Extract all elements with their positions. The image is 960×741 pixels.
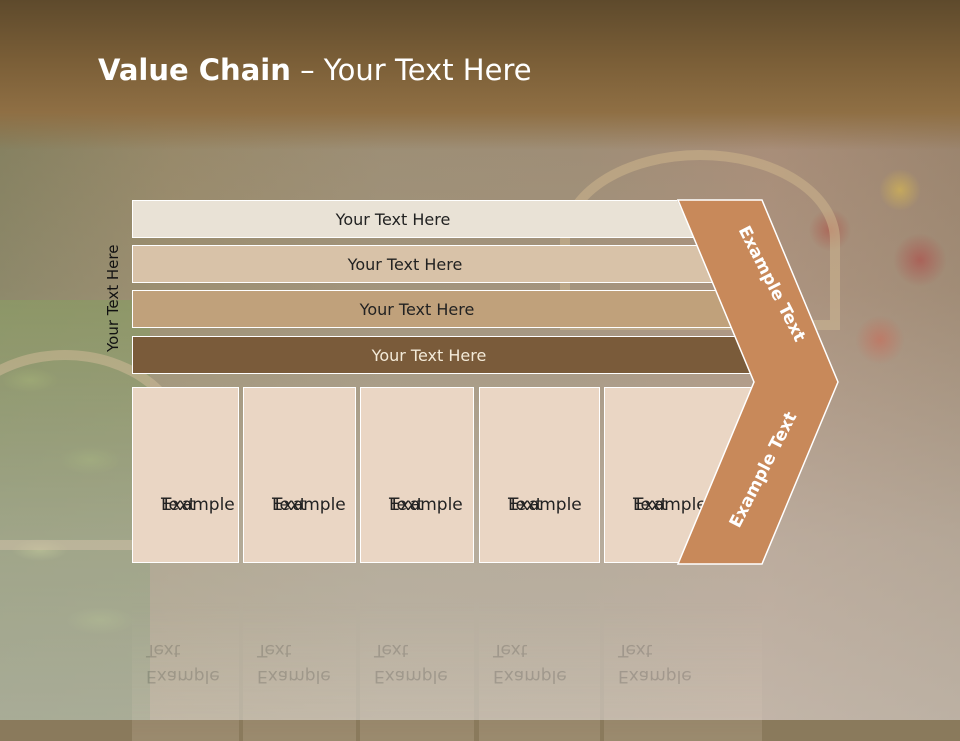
support-bar-1-label: Your Text Here bbox=[335, 209, 451, 229]
margin-chevron bbox=[676, 199, 839, 565]
support-bar-2-label: Your Text Here bbox=[347, 254, 463, 274]
title-bold-part: Value Chain bbox=[98, 53, 291, 87]
activity-box-5-line2: Text bbox=[633, 495, 668, 515]
activity-box-4-line2: Text bbox=[508, 495, 543, 515]
activity-box-1-line1: Example bbox=[161, 495, 235, 515]
support-bar-2: Your Text Here bbox=[132, 245, 718, 283]
activity-box-4-line1: Example bbox=[508, 495, 582, 515]
activity-box-1-line2: Text bbox=[161, 495, 196, 515]
activity-box-2-line1: Example bbox=[272, 495, 346, 515]
title-rest-part: – Your Text Here bbox=[290, 53, 532, 87]
activity-box-5-line1: Example bbox=[633, 495, 707, 515]
support-bar-1: Your Text Here bbox=[132, 200, 694, 238]
support-bar-3-label: Your Text Here bbox=[359, 299, 475, 319]
support-bar-4-label: Your Text Here bbox=[371, 345, 487, 365]
activity-box-2-line2: Text bbox=[272, 495, 307, 515]
activity-box-3-line2: Text bbox=[389, 495, 424, 515]
margin-chevron-shape bbox=[676, 199, 839, 565]
activity-box-3-line1: Example bbox=[389, 495, 463, 515]
title-bar bbox=[0, 0, 960, 150]
support-bar-4: Your Text Here bbox=[132, 336, 766, 374]
slide-title: Value Chain – Your Text Here bbox=[98, 53, 532, 87]
